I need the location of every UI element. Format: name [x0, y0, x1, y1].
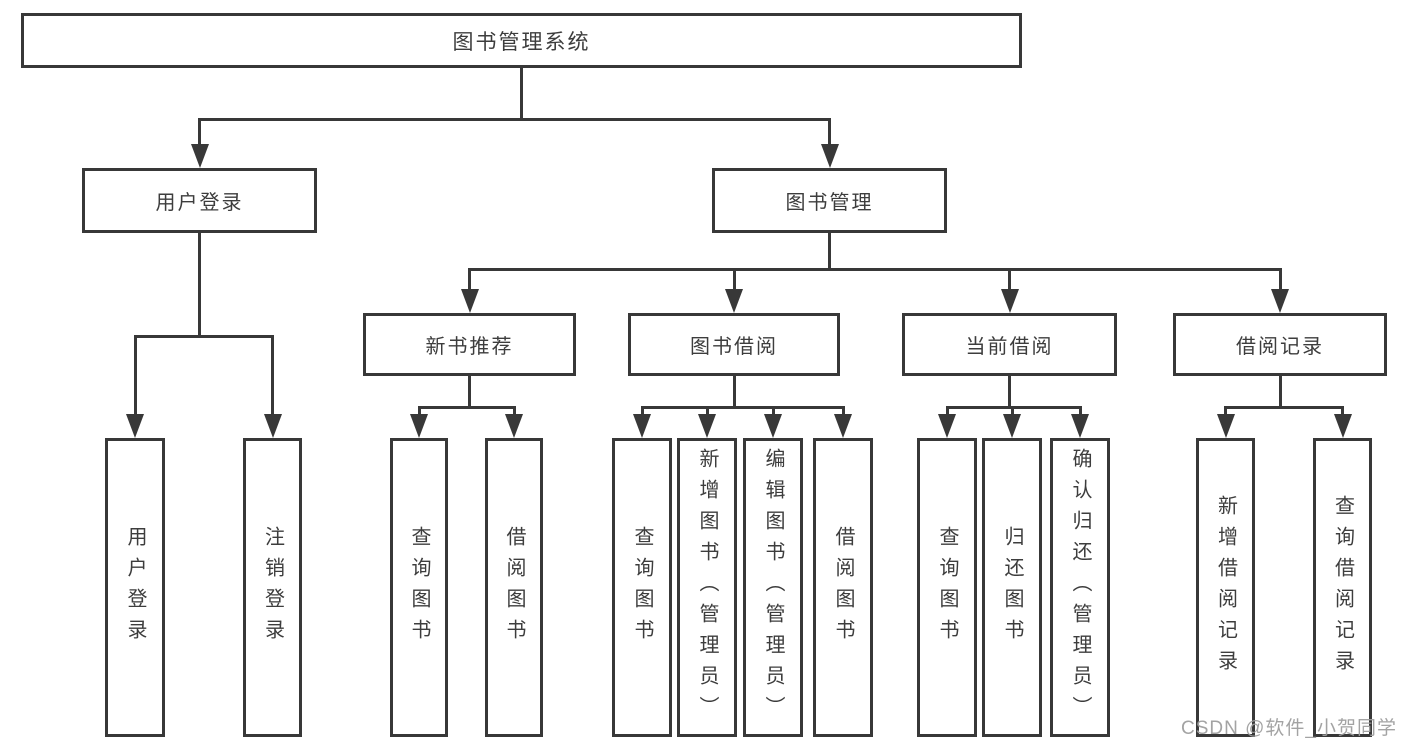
node-label-bb-add: 新增图书（管理员）	[696, 448, 718, 727]
connector-drop-cb-return	[1010, 406, 1014, 414]
node-book-mgmt: 图书管理	[712, 168, 947, 233]
arrow-down-icon-user-login	[190, 144, 209, 168]
arrow-down-icon-cb-confirm	[1071, 414, 1089, 438]
arrow-down-icon-book-borrow	[725, 289, 743, 313]
node-br-query: 查询借阅记录	[1313, 438, 1372, 737]
node-label-cb-query: 查询图书	[936, 525, 958, 650]
arrow-down-icon-cb-query	[938, 414, 956, 438]
connector-stem-borrow-records	[1278, 376, 1282, 406]
connector-stem-user-login	[198, 233, 201, 335]
node-label-user-login: 用户登录	[155, 192, 244, 214]
node-label-book-borrow: 图书借阅	[690, 336, 778, 358]
node-borrow-records: 借阅记录	[1173, 313, 1387, 376]
connector-rail-book-mgmt	[468, 268, 1282, 271]
connector-drop-book-borrow	[732, 268, 736, 289]
node-user-login: 用户登录	[82, 168, 317, 233]
csdn-watermark: CSDN @软件_小贺同学	[1181, 718, 1397, 739]
connector-drop-br-query	[1341, 406, 1344, 414]
arrow-down-icon-book-mgmt	[820, 144, 839, 168]
connector-drop-bb-add	[705, 406, 709, 414]
connector-drop-cb-confirm	[1078, 406, 1082, 414]
arrow-down-icon-logout	[263, 414, 282, 438]
node-label-br-add: 新增借阅记录	[1214, 494, 1237, 681]
node-br-add: 新增借阅记录	[1196, 438, 1255, 737]
node-cb-confirm: 确认归还（管理员）	[1050, 438, 1110, 737]
node-label-book-mgmt: 图书管理	[785, 192, 874, 214]
connector-drop-bb-query	[640, 406, 644, 414]
connector-rail-system	[198, 118, 831, 121]
connector-stem-system	[520, 68, 523, 118]
node-book-borrow: 图书借阅	[628, 313, 840, 376]
node-label-current-borrow: 当前借阅	[965, 336, 1054, 358]
connector-drop-bb-edit	[771, 406, 775, 414]
connector-drop-login	[133, 335, 137, 414]
node-label-new-books: 新书推荐	[425, 336, 514, 358]
arrow-down-icon-nb-query	[410, 414, 428, 438]
connector-stem-current-borrow	[1008, 376, 1011, 406]
node-cb-return: 归还图书	[982, 438, 1042, 737]
node-label-bb-edit: 编辑图书（管理员）	[762, 448, 784, 727]
connector-stem-new-books	[468, 376, 471, 406]
node-label-cb-return: 归还图书	[1001, 525, 1023, 650]
arrow-down-icon-new-books	[460, 289, 479, 313]
arrow-down-icon-br-query	[1333, 414, 1352, 438]
node-label-bb-borrow: 借阅图书	[832, 525, 854, 650]
node-bb-query: 查询图书	[612, 438, 672, 737]
node-bb-add: 新增图书（管理员）	[677, 438, 737, 737]
arrow-down-icon-bb-query	[633, 414, 651, 438]
connector-drop-nb-borrow	[512, 406, 516, 414]
node-label-login: 用户登录	[124, 525, 146, 650]
node-login: 用户登录	[105, 438, 165, 737]
connector-drop-user-login	[198, 118, 201, 144]
arrow-down-icon-bb-add	[698, 414, 716, 438]
connector-drop-logout	[271, 335, 274, 414]
arrow-down-icon-current-borrow	[1000, 289, 1019, 313]
connector-rail-current-borrow	[945, 406, 1082, 409]
arrow-down-icon-login	[126, 414, 144, 438]
arrow-down-icon-cb-return	[1003, 414, 1021, 438]
node-label-borrow-records: 借阅记录	[1236, 336, 1324, 358]
node-label-logout: 注销登录	[261, 525, 284, 650]
connector-stem-book-mgmt	[828, 233, 831, 268]
connector-rail-borrow-records	[1224, 406, 1344, 409]
connector-drop-new-books	[468, 268, 471, 289]
arrow-down-icon-borrow-records	[1271, 289, 1289, 313]
connector-drop-br-add	[1224, 406, 1227, 414]
node-current-borrow: 当前借阅	[902, 313, 1117, 376]
node-bb-edit: 编辑图书（管理员）	[743, 438, 803, 737]
arrow-down-icon-nb-borrow	[505, 414, 523, 438]
node-bb-borrow: 借阅图书	[813, 438, 873, 737]
node-nb-borrow: 借阅图书	[485, 438, 543, 737]
connector-rail-new-books	[417, 406, 516, 409]
node-label-cb-confirm: 确认归还（管理员）	[1069, 448, 1091, 727]
connector-stem-book-borrow	[732, 376, 736, 406]
node-label-nb-query: 查询图书	[408, 525, 430, 650]
node-label-nb-borrow: 借阅图书	[503, 525, 525, 650]
connector-drop-borrow-records	[1278, 268, 1282, 289]
arrow-down-icon-br-add	[1216, 414, 1235, 438]
node-label-bb-query: 查询图书	[631, 525, 653, 650]
arrow-down-icon-bb-edit	[764, 414, 782, 438]
arrow-down-icon-bb-borrow	[834, 414, 852, 438]
connector-rail-user-login	[133, 335, 274, 338]
node-label-br-query: 查询借阅记录	[1331, 494, 1354, 681]
node-label-system: 图书管理系统	[452, 30, 591, 54]
connector-drop-cb-query	[945, 406, 949, 414]
connector-rail-book-borrow	[640, 406, 845, 409]
connector-drop-current-borrow	[1008, 268, 1011, 289]
node-cb-query: 查询图书	[917, 438, 977, 737]
node-nb-query: 查询图书	[390, 438, 448, 737]
connector-drop-book-mgmt	[828, 118, 831, 144]
connector-drop-bb-borrow	[841, 406, 845, 414]
node-new-books: 新书推荐	[363, 313, 576, 376]
connector-drop-nb-query	[417, 406, 421, 414]
node-logout: 注销登录	[243, 438, 302, 737]
node-system: 图书管理系统	[21, 13, 1022, 68]
